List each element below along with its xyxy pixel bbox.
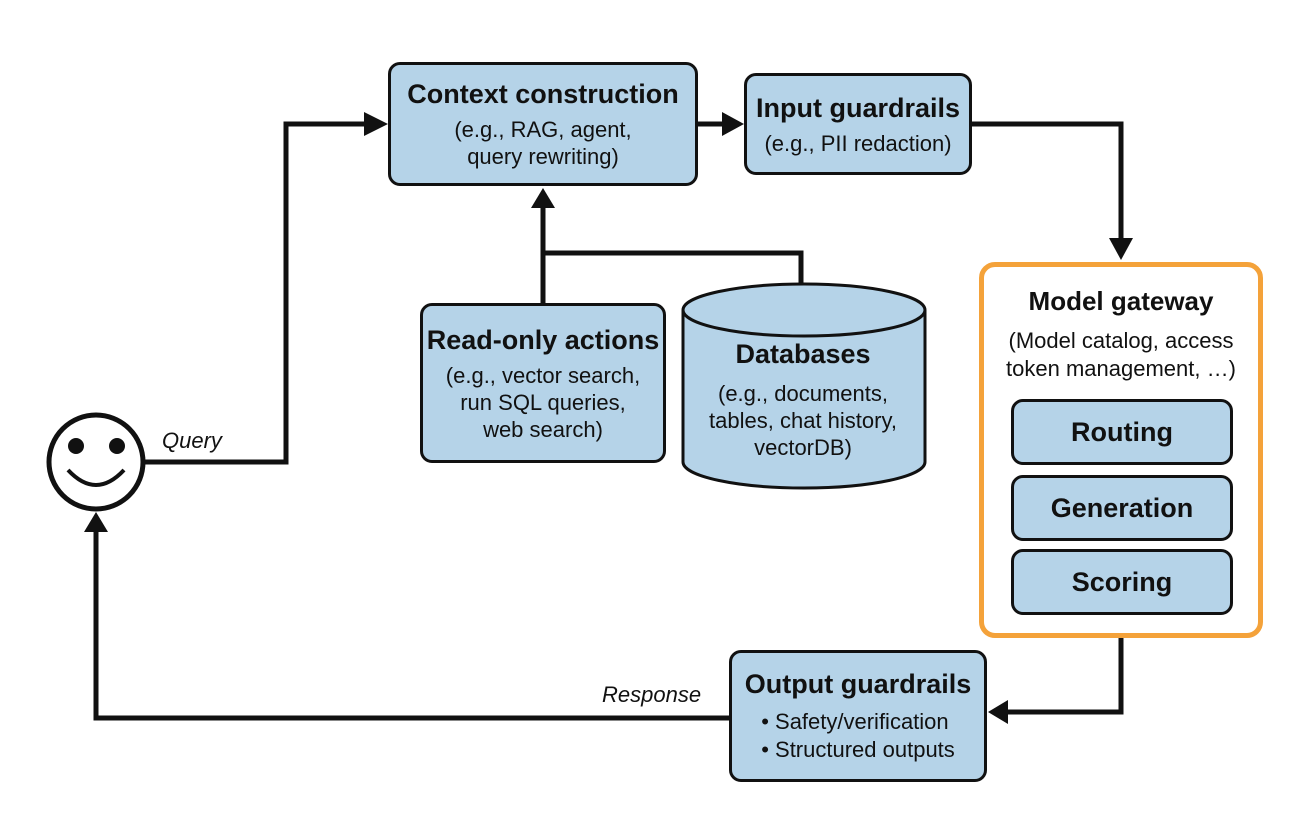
context-construction-example-line: (e.g., RAG, agent,: [454, 117, 632, 142]
user-smiley-icon: [46, 412, 146, 512]
retrieval-to-context-arrowhead: [531, 188, 555, 208]
databases-title: Databases: [735, 339, 871, 369]
read-only-actions-example-line: (e.g., vector search,: [445, 362, 641, 388]
gateway-to-output-arrow: [1006, 638, 1124, 715]
databases-example-line: tables, chat history,: [709, 408, 897, 433]
read-only-actions-examples: (e.g., vector search, run SQL queries, w…: [446, 362, 640, 443]
model-gateway-description-line: token management, …): [1006, 356, 1236, 381]
databases-example-line: (e.g., documents,: [718, 381, 888, 406]
context-to-input-arrowhead: [722, 112, 744, 136]
model-gateway-title: Model gateway: [1028, 286, 1214, 316]
input-to-gateway-arrow: [972, 121, 1124, 242]
model-gateway-box: Model gateway (Model catalog, access tok…: [979, 262, 1263, 638]
gateway-to-output-arrowhead: [988, 700, 1008, 724]
input-guardrails-box: Input guardrails (e.g., PII redaction): [744, 73, 972, 175]
input-guardrails-example: (e.g., PII redaction): [764, 130, 952, 156]
output-guardrails-title: Output guardrails: [744, 669, 972, 699]
model-gateway-description: (Model catalog, access token management,…: [984, 327, 1258, 383]
read-only-actions-box: Read-only actions (e.g., vector search, …: [420, 303, 666, 463]
output-guardrails-bullet: Safety/verification: [761, 708, 955, 736]
scoring-box: Scoring: [1011, 549, 1233, 615]
context-construction-examples: (e.g., RAG, agent, query rewriting): [454, 116, 631, 170]
generation-box: Generation: [1011, 475, 1233, 541]
query-arrowhead: [364, 112, 388, 136]
context-construction-box: Context construction (e.g., RAG, agent, …: [388, 62, 698, 186]
model-gateway-description-line: (Model catalog, access: [1008, 328, 1234, 353]
query-arrow: [145, 121, 370, 465]
databases-cylinder: [681, 282, 927, 490]
read-only-actions-example-line: web search): [483, 416, 603, 442]
query-label: Query: [162, 428, 222, 453]
response-arrow: [93, 530, 729, 721]
response-arrowhead: [84, 512, 108, 532]
read-only-actions-example-line: run SQL queries,: [460, 389, 626, 415]
databases-label: Databases (e.g., documents, tables, chat…: [681, 338, 925, 461]
output-guardrails-bullet: Structured outputs: [761, 736, 955, 764]
context-construction-title: Context construction: [407, 79, 679, 109]
context-construction-example-line: query rewriting): [467, 144, 619, 169]
databases-example-line: vectorDB): [754, 435, 852, 460]
input-guardrails-title: Input guardrails: [755, 92, 961, 123]
output-guardrails-bullets: Safety/verification Structured outputs: [761, 708, 955, 764]
read-only-actions-title: Read-only actions: [426, 324, 660, 355]
databases-examples: (e.g., documents, tables, chat history, …: [681, 380, 925, 461]
output-guardrails-box: Output guardrails Safety/verification St…: [729, 650, 987, 782]
response-label: Response: [602, 682, 702, 707]
routing-box: Routing: [1011, 399, 1233, 465]
input-to-gateway-arrowhead: [1109, 238, 1133, 260]
actions-connector: [540, 250, 804, 303]
